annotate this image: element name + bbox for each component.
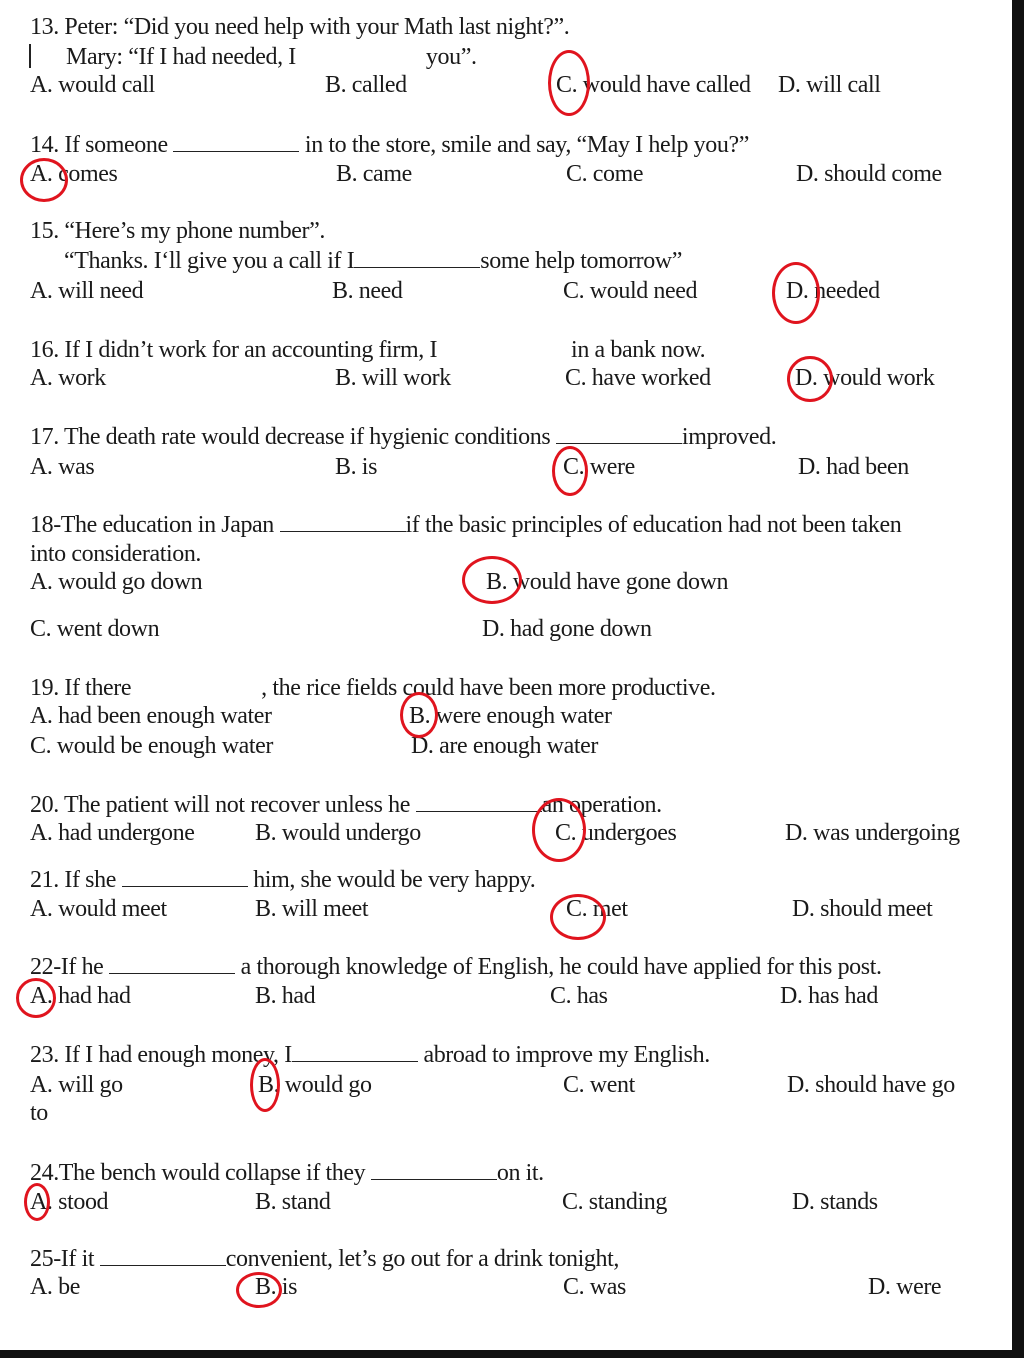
q22-option-b[interactable]: B. had xyxy=(255,983,316,1009)
q20-option-c[interactable]: C. undergoes xyxy=(555,820,677,846)
q23-option-b[interactable]: B. would go xyxy=(258,1072,372,1098)
q21-option-a[interactable]: A. would meet xyxy=(30,896,167,922)
q18-stem-2: into consideration. xyxy=(30,541,202,567)
q23-stem: 23. If I had enough money, I abroad to i… xyxy=(30,1042,710,1068)
q17-option-c[interactable]: C. were xyxy=(563,454,635,480)
q21-option-d[interactable]: D. should meet xyxy=(792,896,933,922)
q18-option-d[interactable]: D. had gone down xyxy=(482,616,652,642)
q14-option-d[interactable]: D. should come xyxy=(796,161,942,187)
q19-option-a[interactable]: A. had been enough water xyxy=(30,703,272,729)
q14-stem: 14. If someone in to the store, smile an… xyxy=(30,132,749,158)
q15-option-d[interactable]: D. needed xyxy=(786,278,880,304)
q20-option-b[interactable]: B. would undergo xyxy=(255,820,421,846)
q13-option-a[interactable]: A. would call xyxy=(30,72,155,98)
q23-option-d-wrap: to xyxy=(30,1100,48,1126)
q23-option-c[interactable]: C. went xyxy=(563,1072,635,1098)
q24-option-c[interactable]: C. standing xyxy=(562,1189,667,1215)
q15-option-b[interactable]: B. need xyxy=(332,278,403,304)
q21-option-b[interactable]: B. will meet xyxy=(255,896,369,922)
q15-option-a[interactable]: A. will need xyxy=(30,278,144,304)
q16-option-a[interactable]: A. work xyxy=(30,365,106,391)
q23-option-d[interactable]: D. should have go xyxy=(787,1072,955,1098)
q23-option-a[interactable]: A. will go xyxy=(30,1072,123,1098)
q24-option-d[interactable]: D. stands xyxy=(792,1189,878,1215)
q15-option-c[interactable]: C. would need xyxy=(563,278,698,304)
q19-option-c[interactable]: C. would be enough water xyxy=(30,733,274,759)
q25-option-d[interactable]: D. were xyxy=(868,1274,942,1300)
q24-option-a[interactable]: A. stood xyxy=(30,1189,109,1215)
q17-option-b[interactable]: B. is xyxy=(335,454,378,480)
q18-stem: 18-The education in Japan if the basic p… xyxy=(30,512,902,538)
q19-option-d[interactable]: D. are enough water xyxy=(411,733,598,759)
q22-option-d[interactable]: D. has had xyxy=(780,983,878,1009)
q22-option-c[interactable]: C. has xyxy=(550,983,608,1009)
q19-stem: 19. If there, the rice fields could have… xyxy=(30,675,716,701)
q18-option-b[interactable]: B. would have gone down xyxy=(486,569,729,595)
q16-option-d[interactable]: D. would work xyxy=(795,365,935,391)
q20-option-a[interactable]: A. had undergone xyxy=(30,820,195,846)
q17-stem: 17. The death rate would decrease if hyg… xyxy=(30,424,777,450)
text-cursor xyxy=(29,44,31,68)
q25-option-b[interactable]: B. is xyxy=(255,1274,298,1300)
q13-option-b[interactable]: B. called xyxy=(325,72,407,98)
q22-option-a[interactable]: A. had had xyxy=(30,983,131,1009)
q20-stem: 20. The patient will not recover unless … xyxy=(30,792,662,818)
q13-stem: 13. Peter: “Did you need help with your … xyxy=(30,14,570,40)
q14-option-c[interactable]: C. come xyxy=(566,161,644,187)
q14-option-b[interactable]: B. came xyxy=(336,161,412,187)
q24-stem: 24.The bench would collapse if they on i… xyxy=(30,1160,544,1186)
q13-option-d[interactable]: D. will call xyxy=(778,72,881,98)
q25-option-c[interactable]: C. was xyxy=(563,1274,626,1300)
q15-stem: 15. “Here’s my phone number”. xyxy=(30,218,325,244)
q22-stem: 22-If he a thorough knowledge of English… xyxy=(30,954,882,980)
q16-option-c[interactable]: C. have worked xyxy=(565,365,711,391)
q25-stem: 25-If it convenient, let’s go out for a … xyxy=(30,1246,619,1272)
q21-option-c[interactable]: C. met xyxy=(566,896,628,922)
q13-option-c[interactable]: C. would have called xyxy=(556,72,751,98)
q21-stem: 21. If she him, she would be very happy. xyxy=(30,867,536,893)
q19-option-b[interactable]: B. were enough water xyxy=(409,703,612,729)
q16-stem: 16. If I didn’t work for an accounting f… xyxy=(30,337,706,363)
q16-option-b[interactable]: B. will work xyxy=(335,365,451,391)
q18-option-a[interactable]: A. would go down xyxy=(30,569,203,595)
q24-option-b[interactable]: B. stand xyxy=(255,1189,331,1215)
q17-option-d[interactable]: D. had been xyxy=(798,454,909,480)
q25-option-a[interactable]: A. be xyxy=(30,1274,80,1300)
q17-option-a[interactable]: A. was xyxy=(30,454,95,480)
q14-option-a[interactable]: A. comes xyxy=(30,161,118,187)
q20-option-d[interactable]: D. was undergoing xyxy=(785,820,960,846)
q18-option-c[interactable]: C. went down xyxy=(30,616,160,642)
